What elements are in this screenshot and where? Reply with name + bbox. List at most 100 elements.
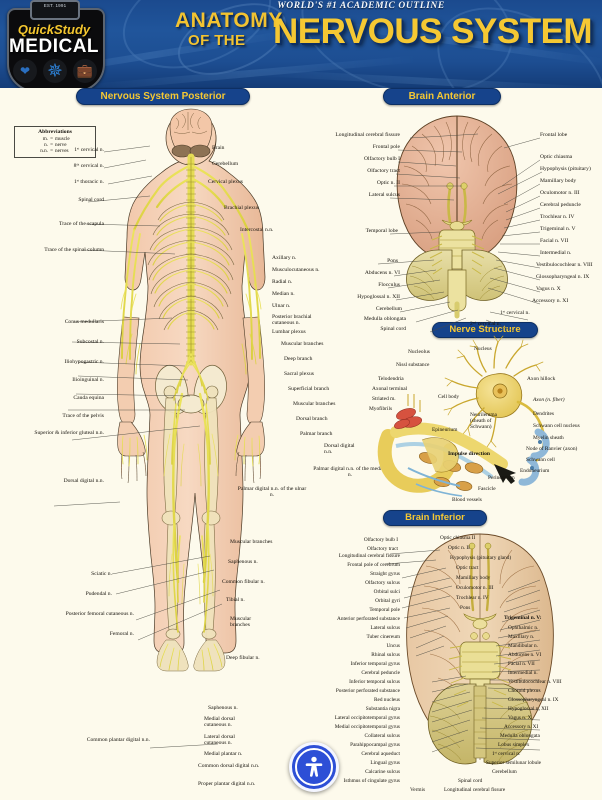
label-nsp-right-22: Muscular branches	[230, 539, 273, 545]
label-nsp-left-5: Trace of the spinal column	[44, 247, 104, 253]
label-nsp-right-6: Musculocutaneous n.	[272, 267, 320, 273]
leader-lines-brain-inferior	[385, 549, 541, 753]
label-bi-left-0: Longitudinal cerebral fissure	[338, 553, 400, 559]
label-ba-right-3: Mamillary body	[540, 178, 577, 184]
label-ba-right-11: Glossopharyngeal n. IX	[536, 274, 590, 280]
logo-brand: QuickStudy	[17, 22, 91, 37]
label-bi-right-11: Vagus n. X	[508, 715, 532, 721]
label-bi-right-16: Superior semilunar lobule	[486, 760, 542, 766]
accessibility-widget-button[interactable]	[289, 742, 339, 792]
label-bi-right-15: 1ˢᵗ cervical n.	[492, 751, 521, 757]
label-nsp-right-18: Palmar branch	[300, 431, 333, 437]
panel-title-brain-anterior: Brain Anterior	[383, 88, 501, 105]
label-bi-top-6: Mamillary body	[456, 575, 491, 581]
label-ns-13: Myelin sheath	[533, 435, 564, 441]
label-bi-top-7: Oculomotor n. III	[456, 585, 494, 591]
label-ns-8: Axon hillock	[527, 376, 556, 382]
quickstudy-logo: EST. 1991 QuickStudy MEDICAL ❤ ✵ 💼	[4, 0, 105, 88]
label-ba-right-12: Vagus n. X	[536, 286, 561, 292]
label-ns-4: Axonal terminal	[372, 386, 408, 392]
label-ns-5: Striated m.	[372, 396, 396, 402]
label-bi-left-9: Tuber cinereum	[366, 634, 401, 640]
abbrev-value: nerves	[55, 148, 69, 154]
label-bi-top-1: Olfactory tract	[366, 546, 398, 552]
label-bi-right-4: Abducens n. VI	[508, 652, 542, 658]
label-nsp-right-14: Sacral plexus	[284, 371, 314, 377]
label-bi-left-6: Temporal pole	[369, 607, 400, 613]
label-nsp-right-7: Radial n.	[272, 279, 293, 285]
label-nsp-left-6: Conus medullaris	[64, 319, 104, 325]
label-ns-2: Nissl substance	[396, 362, 430, 368]
table-row: m. = muscle	[39, 136, 70, 142]
abbreviations-table: m. = muscle n. = nerve n.n. = nerves	[39, 136, 70, 154]
label-bi-right-10: Hypoglossal n. XII	[508, 706, 549, 712]
label-nsp-right-30: Lateral dorsal cutaneous n.	[204, 734, 235, 747]
label-bi-right-1: Ophthalmic n.	[508, 625, 539, 631]
brain-inferior-figure	[400, 530, 560, 790]
label-bi-left-24: Calcarine sulcus	[365, 769, 400, 775]
label-bi-bottom-0: Spinal cord	[458, 778, 483, 784]
label-bi-right-17: Cerebellum	[492, 769, 517, 775]
label-bi-left-14: Inferior temporal sulcus	[349, 679, 400, 685]
label-bi-top-3: Optic n. II	[448, 545, 470, 551]
label-bi-left-22: Cerebral aqueduct	[361, 751, 400, 757]
label-ba-right-9: Intermedial n.	[540, 250, 572, 256]
label-ns-1: Nucleus	[474, 346, 492, 352]
label-bi-left-18: Lateral occipitotemporal gyrus	[334, 715, 400, 721]
label-bi-left-4: Orbital sulci	[373, 589, 400, 595]
label-ns-18: Impulse direction	[448, 451, 491, 457]
title-of-the: OF THE	[188, 32, 246, 49]
label-nsp-right-29: Medial dorsal cutaneous n.	[204, 716, 235, 729]
title-anatomy: ANATOMY	[175, 9, 283, 32]
abbreviations-heading: Abbreviations	[38, 129, 72, 135]
header-title-group: ANATOMY OF THE NERVOUS SYSTEM	[150, 8, 602, 70]
heart-pulse-icon: ❤	[13, 59, 37, 83]
nerve-structure-figure	[377, 335, 598, 506]
label-nsp-right-20: Palmar digital n.n. of the ulnar n.	[237, 486, 307, 499]
label-ba-left-3: Olfactory tract	[367, 168, 400, 174]
logo-icon-row: ❤ ✵ 💼	[10, 58, 100, 84]
label-nsp-right-2: Cervical plexus	[208, 179, 243, 185]
brain-anterior-figure	[382, 108, 532, 319]
label-ba-right-13: Accessory n. XI	[532, 298, 569, 304]
label-bi-left-15: Posterior perforated substance	[335, 688, 400, 694]
label-ba-right-14: 1ˢᵗ cervical n.	[500, 310, 530, 316]
label-bi-right-13: Medulla oblongata	[500, 733, 540, 739]
poster-header: WORLD'S #1 ACADEMIC OUTLINE ANATOMY OF T…	[0, 0, 602, 88]
label-nsp-right-21: Palmar digital n.n. of the median n.	[313, 466, 387, 479]
label-bi-right-8: Choroid plexus	[508, 688, 541, 694]
label-bi-right-2: Maxillary n.	[508, 634, 535, 640]
label-bi-left-20: Collateral sulcus	[364, 733, 400, 739]
label-ba-right-15: 2ⁿᵈ cervical n.	[470, 321, 501, 327]
label-bi-right-7: Vestibulocochlear n. VIII	[508, 679, 562, 685]
label-nsp-left-13: Dorsal digital n.n.	[63, 478, 104, 484]
panel-title-nervous-posterior: Nervous System Posterior	[76, 88, 250, 105]
label-ba-right-6: Trochlear n. IV	[540, 214, 575, 220]
label-ns-17: Epineurium	[432, 427, 458, 433]
label-bi-right-6: Intermedial n.	[508, 670, 538, 676]
label-ba-left-6: Temporal lobe	[365, 228, 398, 234]
label-ns-14: Node of Ranvier (axon)	[526, 446, 578, 452]
label-nsp-right-28: Saphenous n.	[208, 705, 238, 711]
abbrev-value: muscle	[55, 136, 70, 142]
panel-title-brain-inferior: Brain Inferior	[383, 510, 487, 526]
label-nsp-left-11: Trace of the pelvis	[62, 413, 104, 419]
label-ba-right-0: Frontal lobe	[540, 132, 568, 138]
label-bi-left-13: Cerebral peduncle	[361, 670, 400, 676]
label-ns-20: Fascicle	[478, 486, 496, 492]
label-nsp-right-4: Intercostal n.n.	[240, 227, 274, 233]
label-ba-left-2: Olfactory bulb I	[363, 156, 400, 162]
label-ba-right-1: Optic chiasma	[540, 154, 573, 160]
label-nsp-right-13: Deep branch	[284, 356, 313, 362]
label-ns-6: Myofibrils	[369, 406, 393, 412]
label-ns-9: Axon (n. fiber)	[533, 397, 565, 403]
label-bi-top-5: Optic tract	[456, 565, 479, 571]
abbrev-value: nerve	[55, 142, 67, 148]
label-bi-bottom-1: Vermis	[410, 787, 426, 793]
leader-lines-brain-anterior	[377, 133, 543, 333]
logo-badge-top: EST. 1991	[30, 0, 80, 20]
label-ns-16: Endoneurium	[520, 468, 550, 474]
label-bi-left-25: Isthmus of cingulate gyrus	[343, 778, 400, 784]
label-nsp-right-11: Lumbar plexus	[272, 329, 306, 335]
